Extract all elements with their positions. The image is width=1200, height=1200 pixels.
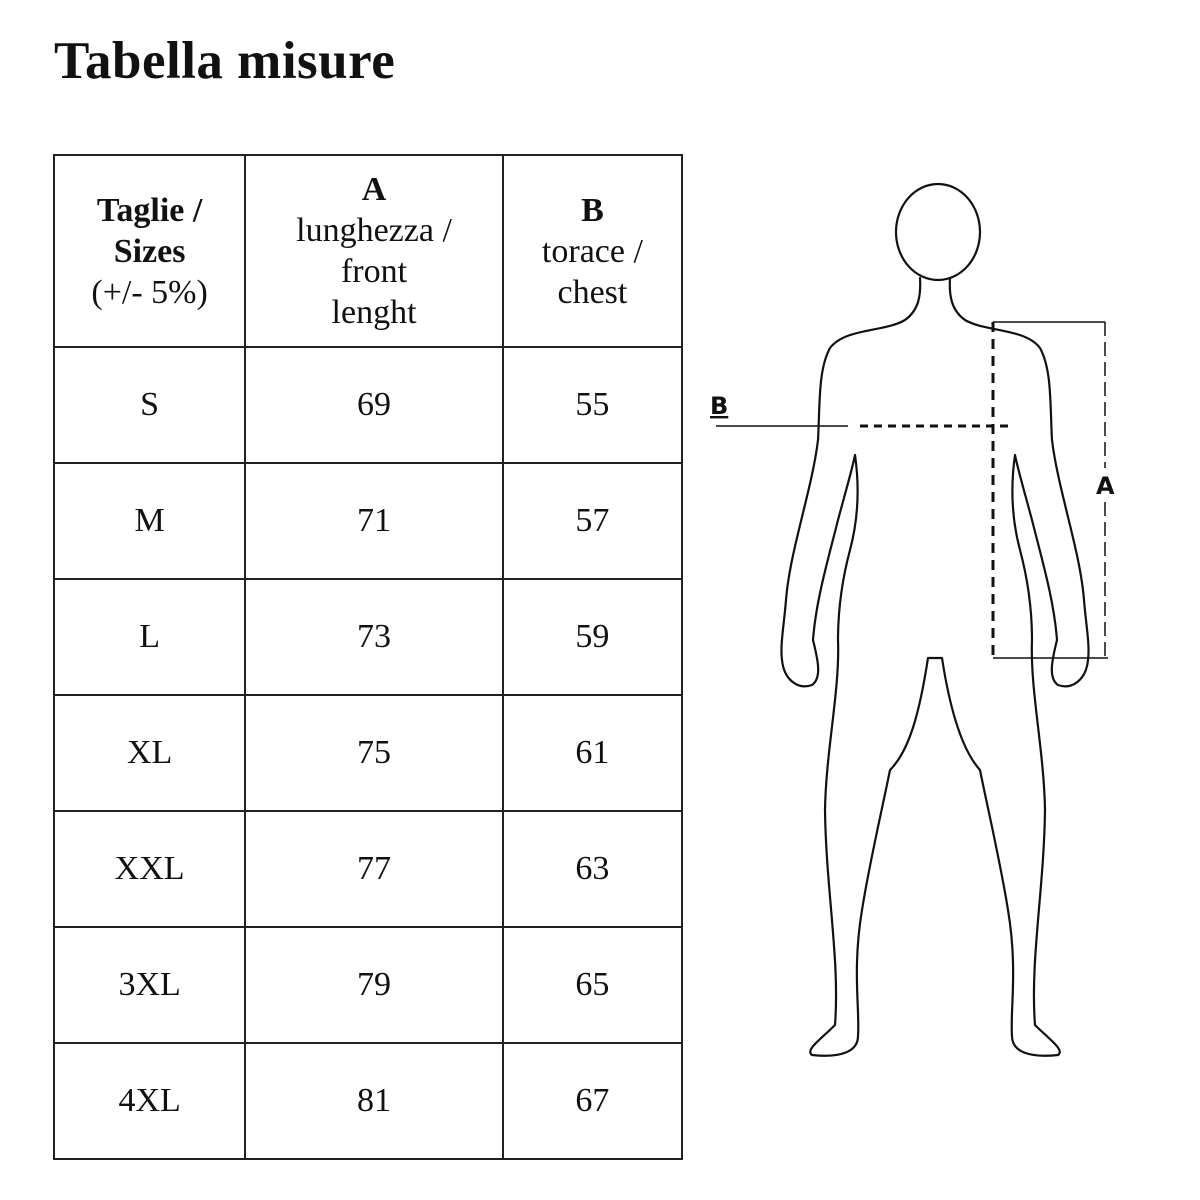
- size-cell: XL: [52, 694, 247, 812]
- size-table-header: Taglie / Sizes (+/- 5%) A lunghezza / fr…: [52, 154, 684, 348]
- header-chest: B torace / chest: [501, 154, 684, 348]
- head-outline: [894, 182, 982, 282]
- size-cell: S: [52, 346, 247, 464]
- body-measurement-diagram: B A: [710, 182, 1115, 1057]
- table-row: M 71 57: [52, 462, 684, 580]
- torso-outline: [780, 276, 1090, 1057]
- header-chest-letter: B: [581, 191, 604, 229]
- size-cell: M: [52, 462, 247, 580]
- header-size-line-2: Sizes: [113, 232, 186, 270]
- length-cell: 75: [244, 694, 504, 812]
- chest-cell: 65: [501, 926, 684, 1044]
- chest-cell: 55: [501, 346, 684, 464]
- size-cell: L: [52, 578, 247, 696]
- length-cell: 71: [244, 462, 504, 580]
- size-cell: XXL: [52, 810, 247, 928]
- length-cell: 69: [244, 346, 504, 464]
- measurement-lines: [716, 321, 1108, 659]
- table-row: XL 75 61: [52, 694, 684, 812]
- header-length-line-3: lenght: [331, 294, 417, 331]
- table-row: 4XL 81 67: [52, 1042, 684, 1160]
- header-chest-line-2: chest: [557, 273, 628, 311]
- header-length: A lunghezza / front lenght: [244, 154, 504, 348]
- size-table: Taglie / Sizes (+/- 5%) A lunghezza / fr…: [52, 154, 684, 1160]
- table-row: XXL 77 63: [52, 810, 684, 928]
- size-cell: 3XL: [52, 926, 247, 1044]
- page-title: Tabella misure: [54, 32, 396, 90]
- table-row: L 73 59: [52, 578, 684, 696]
- header-chest-line-1: torace /: [541, 232, 643, 270]
- header-size-tolerance: (+/- 5%): [91, 273, 208, 311]
- chest-cell: 59: [501, 578, 684, 696]
- header-size: Taglie / Sizes (+/- 5%): [52, 154, 247, 348]
- header-size-line-1: Taglie /: [96, 191, 203, 229]
- label-b: B: [710, 392, 728, 420]
- chest-cell: 63: [501, 810, 684, 928]
- length-cell: 81: [244, 1042, 504, 1160]
- chest-cell: 57: [501, 462, 684, 580]
- table-row: 3XL 79 65: [52, 926, 684, 1044]
- header-length-line-2: front: [340, 253, 408, 290]
- length-cell: 77: [244, 810, 504, 928]
- label-a: A: [1096, 472, 1115, 500]
- chest-cell: 67: [501, 1042, 684, 1160]
- size-cell: 4XL: [52, 1042, 247, 1160]
- header-length-line-1: lunghezza /: [296, 212, 452, 249]
- header-length-letter: A: [361, 171, 387, 208]
- chest-cell: 61: [501, 694, 684, 812]
- length-cell: 79: [244, 926, 504, 1044]
- table-row: S 69 55: [52, 346, 684, 464]
- length-cell: 73: [244, 578, 504, 696]
- body-outline: [780, 182, 1090, 1057]
